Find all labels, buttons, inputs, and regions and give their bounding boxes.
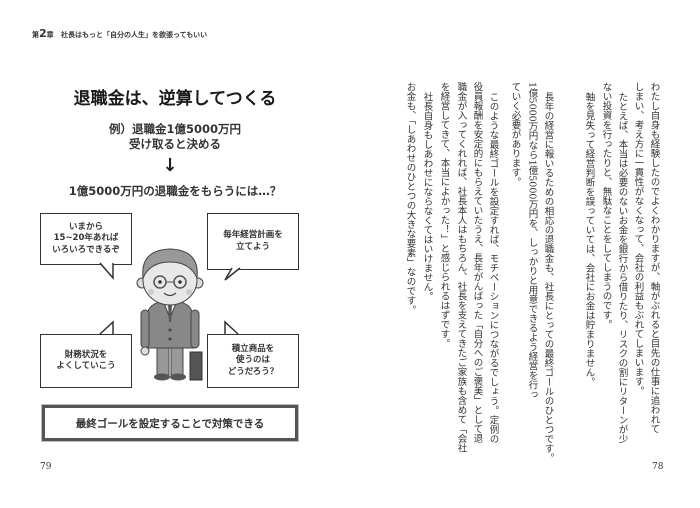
text-column: 役員報酬を安定的にもらえていたうえ、長年がんばった「自分へのご褒美」として退 — [471, 82, 483, 443]
speech-bubble-bottom-left: 財務状況を よくしていこう — [40, 334, 132, 388]
businessman-illustration — [99, 248, 241, 381]
bubble-tails-icon — [99, 262, 241, 335]
text-column: 社長自身もしあわせにならなくてはいけません。 — [421, 91, 433, 301]
question-text: 1億5000万円の退職金をもらうには…？ — [68, 184, 282, 198]
text-column: ていく必要があります。 — [509, 82, 521, 187]
text-column: ない投資を行ったりと、無駄なことをしてしまうのです。 — [600, 82, 612, 329]
text-column: 職金が入ってくれれば、社長本人はもちろん、社長を支えてきたご家族も含めて「会社 — [455, 82, 467, 453]
text-column: たとえば、本当は必要のないお金を銀行から借りたり、リスクの割にリターンが少 — [616, 91, 628, 444]
figure-title: 退職金は、逆算してつくる — [73, 89, 277, 109]
chapter-suffix: 章 — [46, 31, 54, 39]
page-number-left: 79 — [40, 462, 52, 472]
text-column: このような最終ゴールを設定すれば、モチベーションにつながるでしょう。定例の — [487, 91, 499, 444]
speech-bubble-top-left: いまから 15~20年あれば いろいろできるぞ — [40, 213, 132, 265]
text-column: 1億5000万円なら1億5000万円を、しっかりと用意できるよう経営を行っ — [526, 82, 538, 399]
example-line-1: 例）退職金1億5000万円 — [108, 122, 241, 136]
text-column: 軸を見失って経営判断を誤っていては、会社にお金は貯まりません。 — [583, 91, 595, 387]
text-column: 長年の経営に報いるための相応の退職金も、社長にとっての最終ゴールのひとつです。 — [542, 91, 554, 463]
running-header: 第2章 社長はもっと「自分の人生」を欲張ってもいい — [32, 27, 207, 40]
conclusion-banner: 最終ゴールを設定することで対策できる — [41, 404, 299, 442]
chapter-prefix: 第 — [32, 31, 39, 39]
businessman-icon — [136, 248, 204, 381]
page-number-right: 78 — [652, 462, 664, 472]
text-column: を経営してきて、本当によかった！」と感じられるはずです。 — [438, 82, 450, 348]
speech-bubble-bottom-right: 積立商品を 使うのは どうだろう？ — [207, 334, 299, 388]
text-column: わたし自身も経験したのでよくわかりますが、軸がぶれると目先の仕事に追われて — [648, 82, 660, 434]
speech-bubble-top-right: 毎年経営計画を 立てよう — [207, 213, 299, 270]
chapter-title: 社長はもっと「自分の人生」を欲張ってもいい — [60, 31, 208, 39]
chapter-number: 2 — [39, 27, 47, 40]
down-arrow-icon: ↓ — [162, 155, 178, 176]
text-column: しまい、考え方に一貫性がなくなって、会社の利益もぶれてしまいます。 — [632, 82, 644, 396]
example-line-2: 受け取ると決める — [129, 137, 221, 151]
text-column: お金も、「しあわせのひとつの大きな要素」なのです。 — [404, 82, 416, 315]
